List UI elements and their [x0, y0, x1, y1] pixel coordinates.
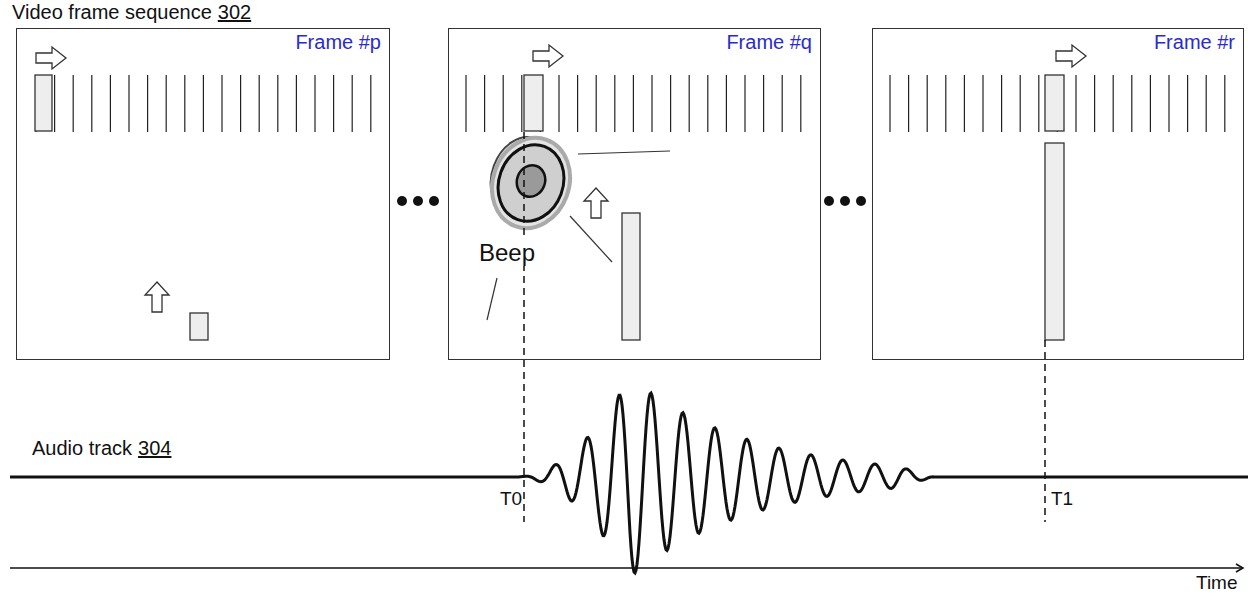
frame-tick: [1001, 75, 1002, 132]
video-frame: Frame #p: [16, 28, 390, 360]
right-arrow: [36, 47, 66, 69]
callout-number: 304: [138, 437, 171, 459]
marker-bar: [1045, 75, 1064, 131]
video-frame: Frame #q Beep: [448, 28, 821, 360]
frame-tick: [352, 75, 353, 132]
frame-tick: [1168, 75, 1169, 132]
frame-tick: [927, 75, 928, 132]
frame-tick: [91, 75, 92, 132]
frame-tick: [147, 75, 148, 132]
frame-title: Frame #p: [295, 31, 381, 53]
speaker-icon: [480, 127, 583, 239]
marker-bar: [524, 75, 543, 131]
up-arrow: [584, 188, 608, 218]
video-frame: Frame #r: [872, 28, 1244, 360]
frame-tick: [277, 75, 278, 132]
marker-bar: [190, 313, 208, 340]
sound-rays: [487, 151, 670, 320]
callout-number: 302: [218, 1, 251, 23]
time-label: T0: [499, 489, 523, 510]
frame-tick: [184, 75, 185, 132]
marker-bar: [35, 75, 52, 131]
frame-tick: [73, 75, 74, 132]
right-arrow: [533, 45, 563, 67]
right-arrow: [1056, 45, 1086, 67]
frame-tick: [800, 75, 801, 132]
frame-tick: [1038, 75, 1039, 132]
ellipsis-dots: [397, 196, 866, 206]
up-arrow: [145, 282, 169, 312]
frame-tick: [945, 75, 946, 132]
frame-tick: [1113, 75, 1114, 132]
frame-tick: [484, 75, 485, 132]
frame-tick: [982, 75, 983, 132]
frame-tick: [110, 75, 111, 132]
frame-title: Frame #q: [726, 31, 812, 53]
marker-bar: [622, 213, 640, 340]
frame-tick: [908, 75, 909, 132]
time-axis: [10, 564, 1243, 572]
marker-bar: [1045, 143, 1064, 340]
frame-tick: [763, 75, 764, 132]
frame-tick: [503, 75, 504, 132]
frame-tick: [633, 75, 634, 132]
frame-tick: [465, 75, 466, 132]
frame-tick: [596, 75, 597, 132]
frame-tick: [1206, 75, 1207, 132]
frame-tick: [1150, 75, 1151, 132]
frame-tick: [203, 75, 204, 132]
track-title: Audio track: [32, 437, 132, 459]
frame-tick: [221, 75, 222, 132]
time-label: T1: [1051, 489, 1073, 510]
frame-tick: [964, 75, 965, 132]
frame-tick: [614, 75, 615, 132]
frame-ticks: [36, 75, 1225, 132]
frame-tick: [1094, 75, 1095, 132]
frame-tick: [726, 75, 727, 132]
frame-tick: [1131, 75, 1132, 132]
frame-tick: [333, 75, 334, 132]
axis-label: Time: [1196, 573, 1238, 594]
frame-tick: [314, 75, 315, 132]
frame-tick: [577, 75, 578, 132]
frame-tick: [651, 75, 652, 132]
frame-tick: [259, 75, 260, 132]
frame-tick: [558, 75, 559, 132]
frame-tick: [670, 75, 671, 132]
frame-tick: [166, 75, 167, 132]
frame-title: Frame #r: [1154, 31, 1235, 53]
audio-waveform: [10, 393, 1248, 573]
frame-tick: [744, 75, 745, 132]
frame-tick: [689, 75, 690, 132]
frame-tick: [128, 75, 129, 132]
frame-tick: [296, 75, 297, 132]
frame-tick: [370, 75, 371, 132]
frame-markers: [35, 45, 1086, 340]
frame-tick: [1075, 75, 1076, 132]
figure-title: Video frame sequence: [12, 1, 212, 23]
sound-label: Beep: [478, 240, 536, 266]
frame-tick: [707, 75, 708, 132]
frame-tick: [240, 75, 241, 132]
frame-tick: [1187, 75, 1188, 132]
frame-tick: [1224, 75, 1225, 132]
frame-tick: [54, 75, 55, 132]
frame-tick: [1020, 75, 1021, 132]
frame-tick: [521, 75, 522, 132]
frame-tick: [889, 75, 890, 132]
frame-tick: [782, 75, 783, 132]
